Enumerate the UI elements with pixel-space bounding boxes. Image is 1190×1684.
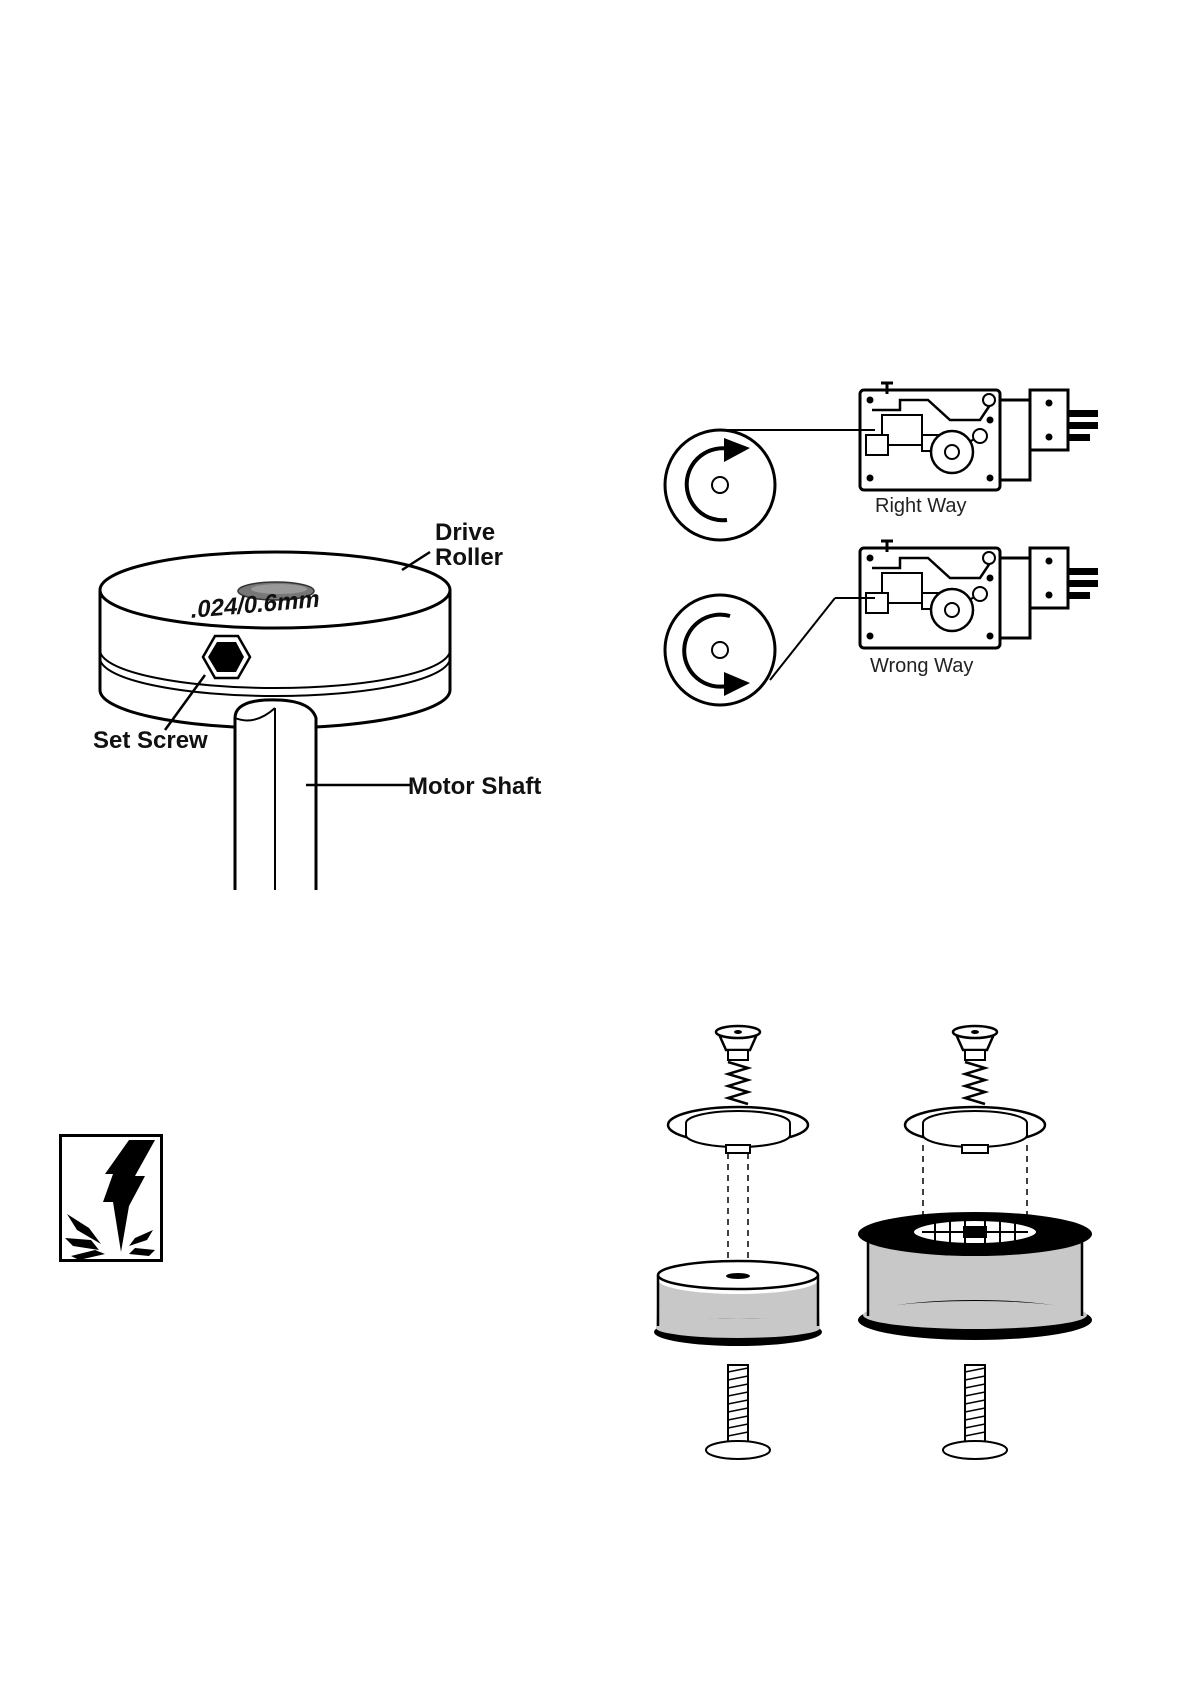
right-way-label: Right Way (875, 495, 967, 517)
spool-mounting-figure (650, 1020, 1120, 1480)
motor-shaft-label: Motor Shaft (408, 773, 541, 800)
wrong-way-label: Wrong Way (870, 655, 973, 677)
set-screw-label: Set Screw (93, 727, 208, 754)
set-screw-icon (203, 636, 250, 678)
small-spool-assembly-icon (654, 1026, 822, 1459)
electric-shock-warning-icon (59, 1134, 163, 1262)
wire-feed-direction-figure: Right Way Wrong Way (660, 380, 1120, 710)
large-spool-assembly-icon (858, 1026, 1092, 1459)
motor-shaft (235, 700, 316, 890)
drive-roller-label-line1: Drive (435, 519, 495, 546)
wrong-way-diagram: Wrong Way (665, 541, 1098, 705)
drive-roller-figure: .024/0.6mm Drive Roller Set Screw Motor … (80, 540, 580, 890)
drive-roller-label-line2: Roller (435, 544, 503, 571)
right-way-diagram: Right Way (665, 383, 1098, 540)
